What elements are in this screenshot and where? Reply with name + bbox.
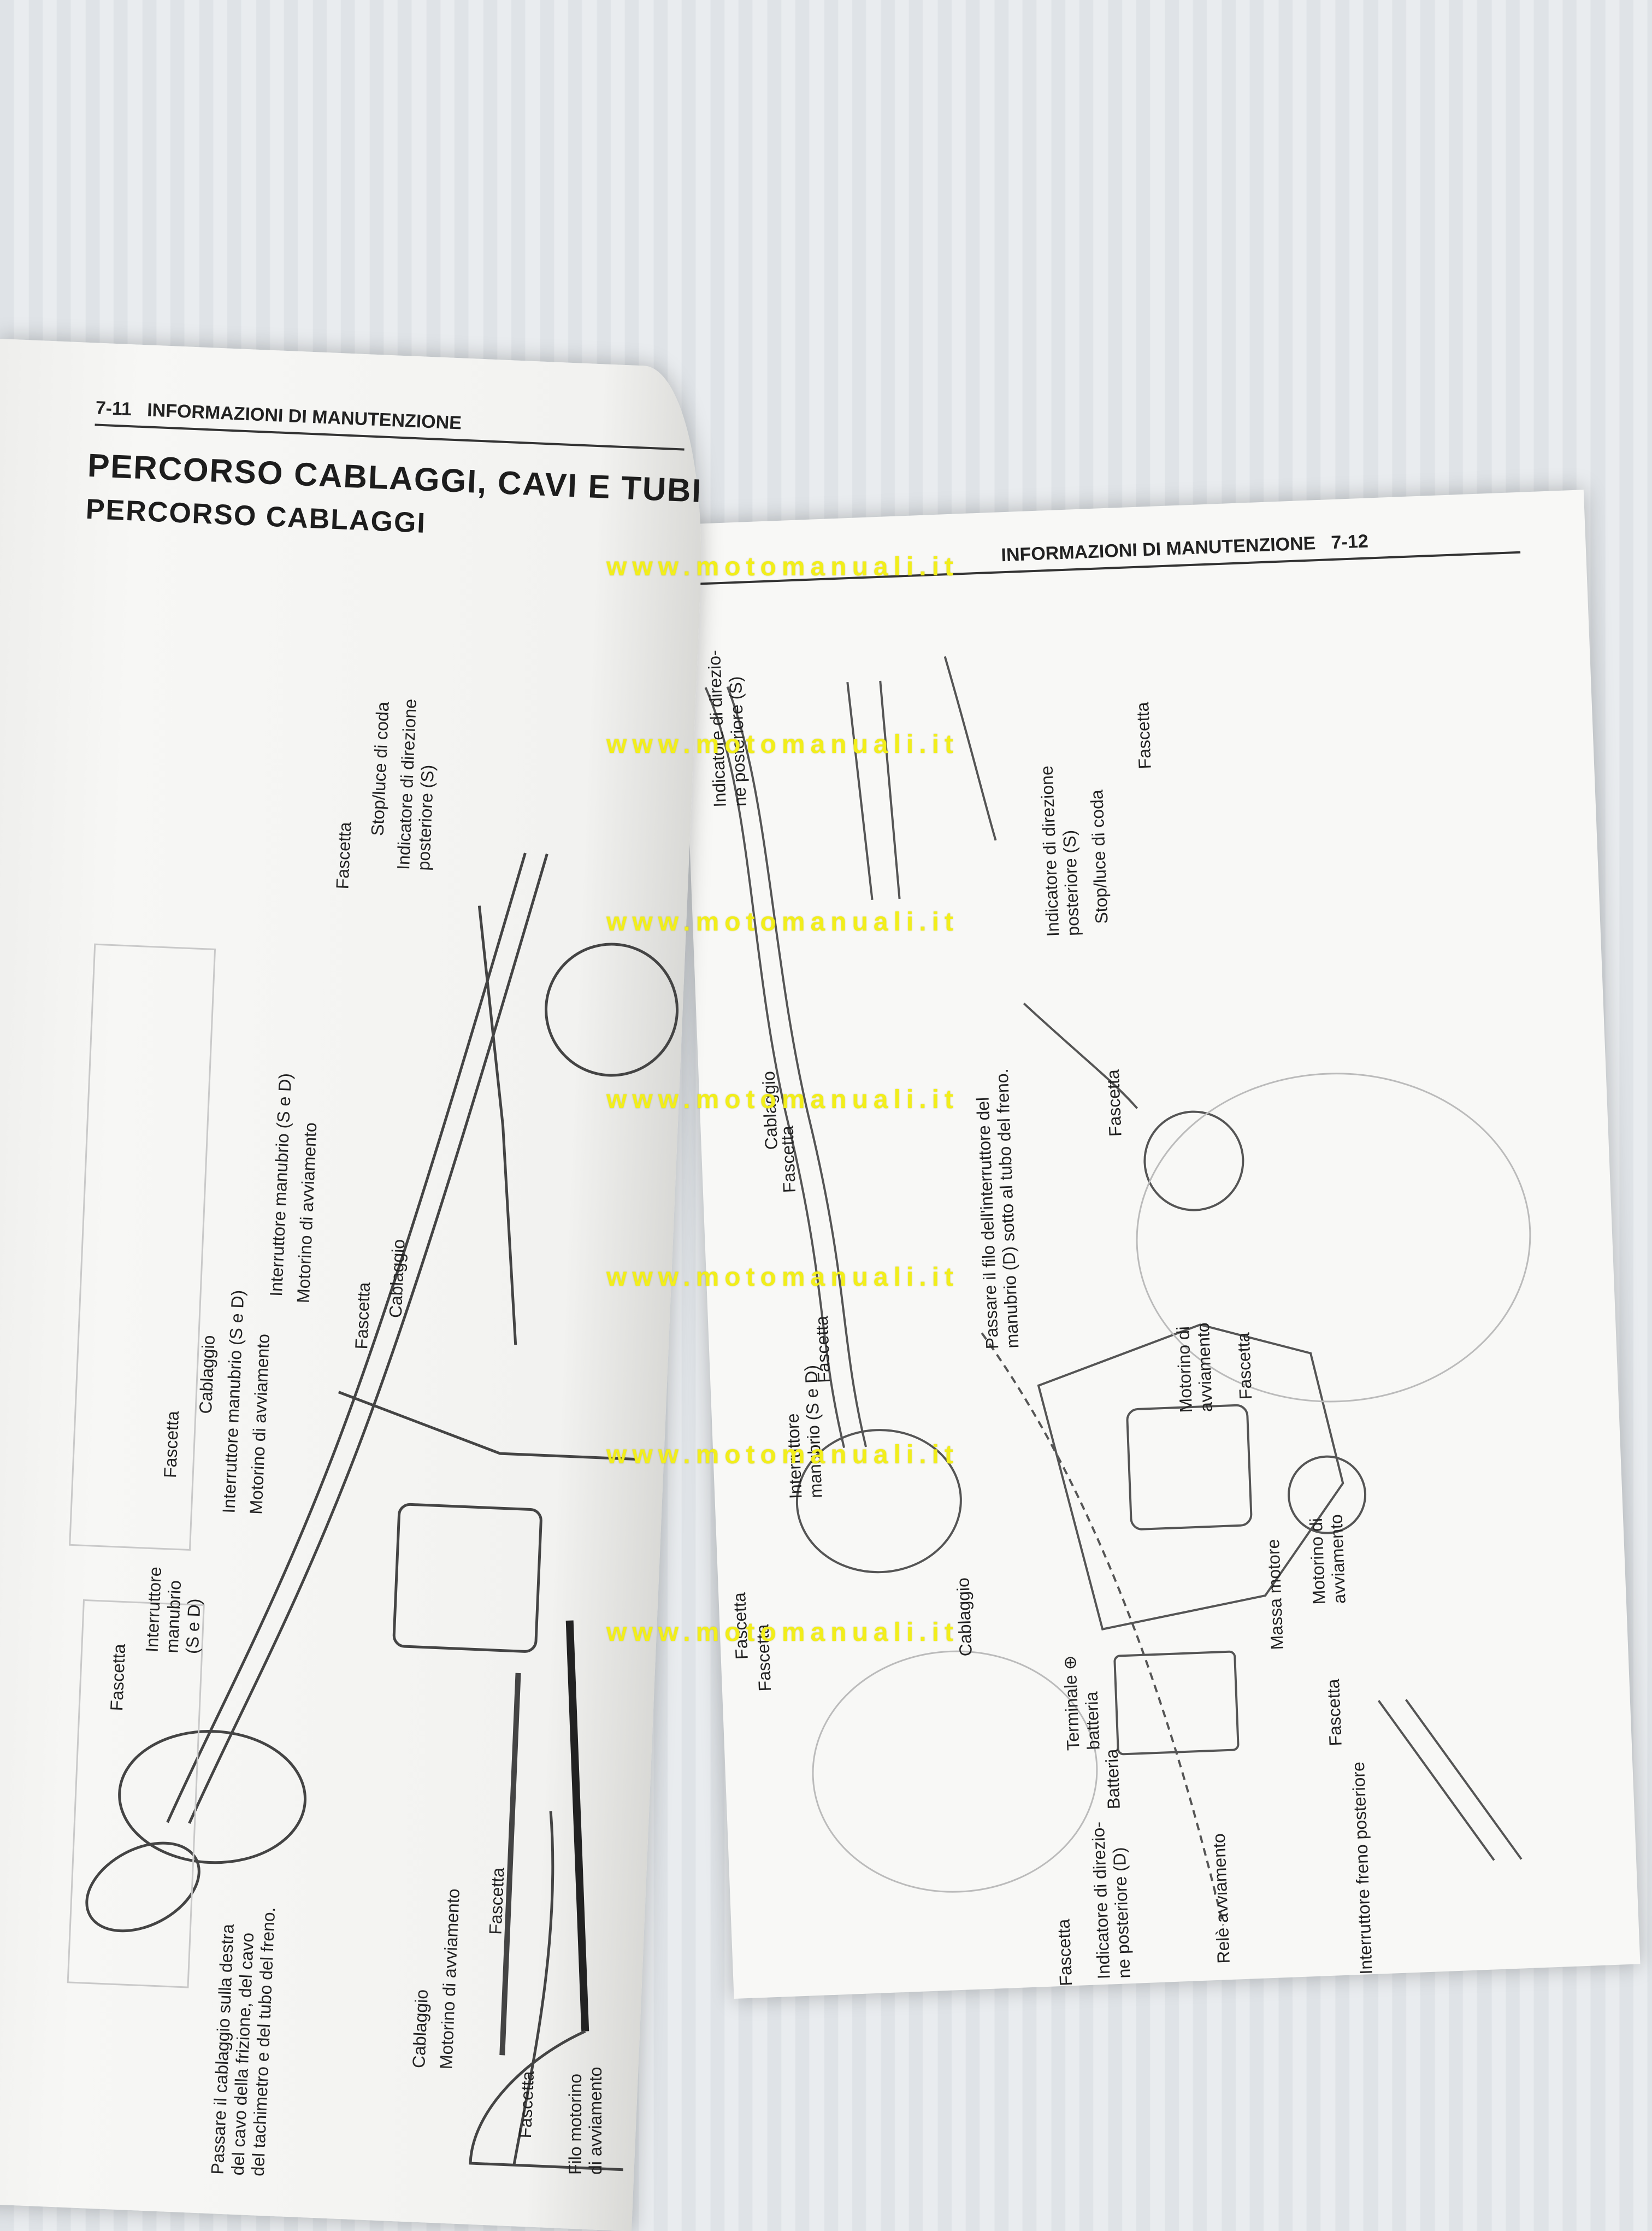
left-wiring-diagram xyxy=(67,852,679,2171)
label-fascetta-3: Fascetta xyxy=(107,1643,129,1711)
watermark-7: www.motomanuali.it xyxy=(606,1618,959,1647)
label-cablaggio-2: Cablaggio xyxy=(195,1334,219,1415)
label-motorino-avviamento-r2: Motorino di avviamento xyxy=(1306,1514,1349,1605)
label-fascetta-r4: Fascetta xyxy=(811,1315,834,1384)
watermark-3: www.motomanuali.it xyxy=(606,908,959,937)
right-page: INFORMAZIONI DI MANUTENZIONE 7-12 xyxy=(677,490,1641,1999)
label-cablaggio-low: Cablaggio xyxy=(409,1989,432,2069)
label-fascetta-top: Fascetta xyxy=(332,821,355,890)
left-page: 7-11 INFORMAZIONI DI MANUTENZIONE PERCOR… xyxy=(0,339,710,2231)
watermark-6: www.motomanuali.it xyxy=(606,1440,959,1469)
label-motorino-avviamento-r1: Motorino di avviamento xyxy=(1173,1322,1216,1414)
watermark-2: www.motomanuali.it xyxy=(606,730,959,759)
label-fascetta-mid: Fascetta xyxy=(351,1281,374,1350)
label-fascetta-r1: Fascetta xyxy=(1132,702,1155,770)
label-fascetta-r3: Fascetta xyxy=(1102,1069,1125,1137)
label-terminale-batteria: Terminale ⊕ batteria xyxy=(1059,1655,1104,1751)
label-indicatore-direzione-r: Indicatore di direzione posteriore (S) xyxy=(1036,765,1083,937)
watermark-4: www.motomanuali.it xyxy=(606,1085,959,1114)
label-fascetta-low2: Fascetta xyxy=(515,2070,538,2139)
label-filo-motorino: Filo motorino di avviamento xyxy=(565,2067,605,2175)
label-indicatore-s: Indicatore di direzione posteriore (S) xyxy=(393,698,438,872)
right-wiring-diagram xyxy=(704,656,1531,1926)
label-fascetta-r7: Fascetta xyxy=(1323,1679,1346,1747)
label-fascetta-r8: Fascetta xyxy=(1053,1918,1076,1987)
label-cablaggio-mid: Cablaggio xyxy=(385,1239,409,1318)
label-interruttore-manubrio-block: Interruttore manubrio (S e D) xyxy=(141,1566,204,1655)
label-massa-motore: Massa motore xyxy=(1263,1539,1287,1651)
watermark-1: www.motomanuali.it xyxy=(606,552,959,581)
label-fascetta-r5: Fascetta xyxy=(1233,1332,1256,1400)
watermark-5: www.motomanuali.it xyxy=(606,1263,959,1292)
label-fascetta-2: Fascetta xyxy=(160,1410,183,1479)
label-indicatore-direzione-top: Indicatore di direzio- ne posteriore (S) xyxy=(704,649,750,808)
label-indicatore-d: Indicatore di direzio- ne posteriore (D) xyxy=(1088,1821,1134,1980)
label-passare-cablaggio: Passare il cablaggio sulla destra del ca… xyxy=(207,1906,279,2177)
label-interruttore-manubrio-r: Interruttore manubrio (S e D) xyxy=(782,1364,826,1499)
label-fascetta-low: Fascetta xyxy=(485,1867,508,1935)
label-fascetta-r2: Fascetta xyxy=(777,1125,800,1193)
label-batteria: Batteria xyxy=(1101,1749,1124,1810)
